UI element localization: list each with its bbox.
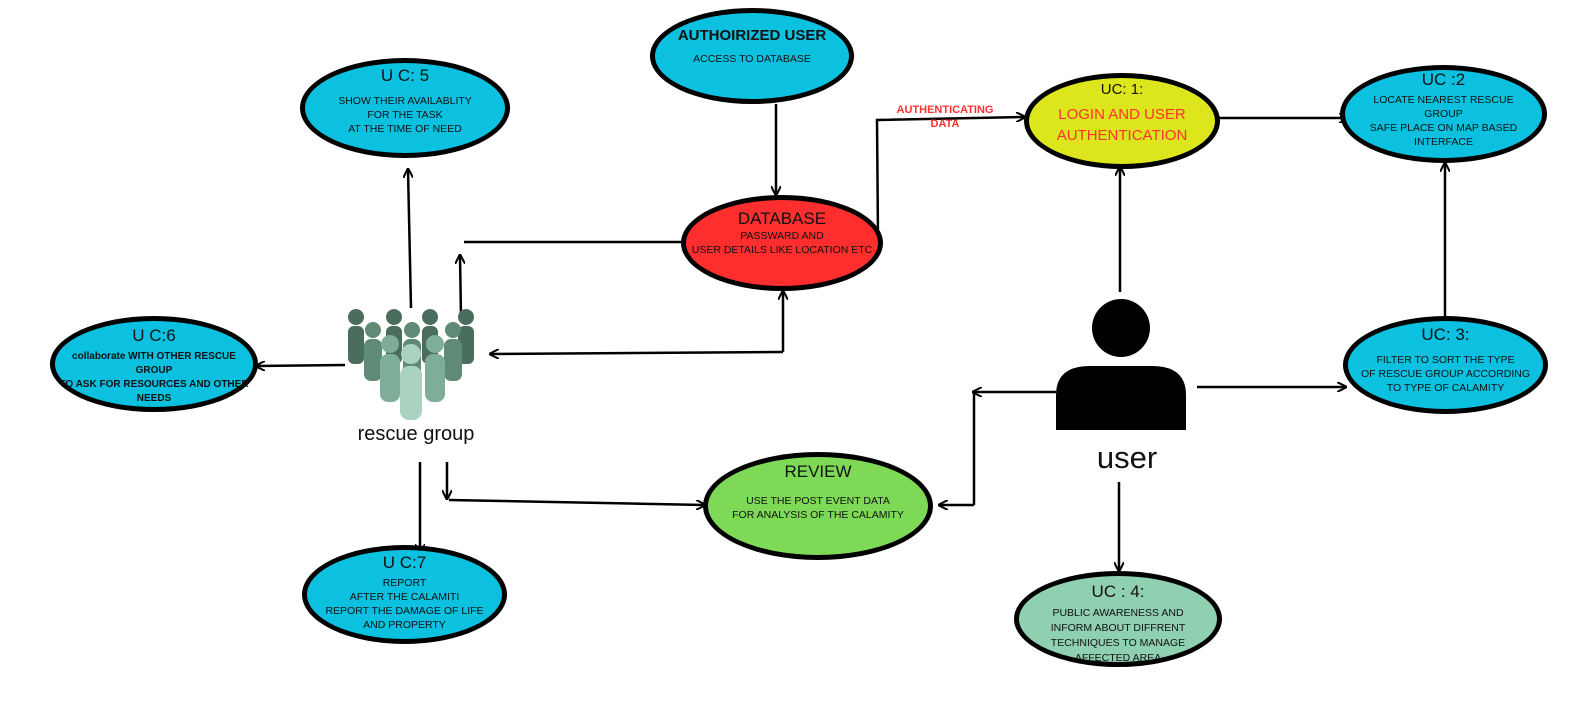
uc2-desc: LOCATE NEAREST RESCUE GROUP SAFE PLACE O… [1369, 94, 1518, 148]
uc5-title: U C: 5 [380, 66, 430, 85]
uc3-node: UC: 3: FILTER TO SORT THE TYPE OF RESCUE… [1343, 316, 1548, 414]
database-node: DATABASE PASSWARD AND USER DETAILS LIKE … [681, 195, 883, 291]
rescue-group-label: rescue group [357, 423, 475, 445]
user-label: user [1096, 440, 1158, 475]
uc1-desc: LOGIN AND USER AUTHENTICATION [1056, 106, 1188, 144]
review-desc: USE THE POST EVENT DATA FOR ANALYSIS OF … [732, 495, 904, 521]
review-node: REVIEW USE THE POST EVENT DATA FOR ANALY… [703, 452, 933, 560]
uc1-title: UC: 1: [1100, 81, 1144, 98]
authorized-user-desc: ACCESS TO DATABASE [693, 53, 811, 65]
uc6-title: U C:6 [132, 326, 176, 345]
uc7-node: U C:7 REPORT AFTER THE CALAMITI REPORT T… [302, 545, 507, 644]
authorized-user-title: AUTHOIRIZED USER [677, 27, 827, 44]
uc4-desc: PUBLIC AWARENESS AND INFORM ABOUT DIFFRE… [1050, 607, 1186, 664]
uc3-title: UC: 3: [1421, 325, 1470, 344]
connectors [257, 104, 1445, 570]
rescue-group-icon [348, 309, 474, 420]
uc4-node: UC : 4: PUBLIC AWARENESS AND INFORM ABOU… [1014, 571, 1222, 667]
edge-db-rescue-horizontal [491, 352, 784, 354]
authorized-user-node: AUTHOIRIZED USER ACCESS TO DATABASE [650, 8, 854, 104]
user-icon [1056, 299, 1186, 430]
uc4-title: UC : 4: [1091, 582, 1145, 601]
uc7-desc: REPORT AFTER THE CALAMITI REPORT THE DAM… [325, 577, 484, 631]
authenticating-data-label: AUTHENTICATING DATA [896, 104, 994, 130]
edge-rescue-uc5 [408, 170, 411, 309]
uc3-desc: FILTER TO SORT THE TYPE OF RESCUE GROUP … [1361, 354, 1530, 394]
uc2-node: UC :2 LOCATE NEAREST RESCUE GROUP SAFE P… [1340, 65, 1547, 163]
edge-rescue-uc6 [257, 365, 346, 366]
edge-rescue-up-short [460, 256, 461, 319]
edge-database-uc1 [875, 117, 1024, 239]
edge-rescue-review [448, 498, 704, 505]
uc5-desc: SHOW THEIR AVAILABLITY FOR THE TASK AT T… [338, 95, 472, 135]
uc7-title: U C:7 [382, 553, 427, 572]
uc1-node: UC: 1: LOGIN AND USER AUTHENTICATION [1024, 73, 1220, 169]
uc2-title: UC :2 [1421, 70, 1466, 89]
uc6-node: U C:6 collaborate WITH OTHER RESCUE GROU… [50, 316, 258, 412]
database-title: DATABASE [737, 209, 827, 228]
review-title: REVIEW [784, 462, 852, 481]
database-desc: PASSWARD AND USER DETAILS LIKE LOCATION … [691, 230, 873, 256]
uc5-node: U C: 5 SHOW THEIR AVAILABLITY FOR THE TA… [300, 58, 510, 158]
uc6-desc: collaborate WITH OTHER RESCUE GROUP TO A… [59, 351, 249, 404]
